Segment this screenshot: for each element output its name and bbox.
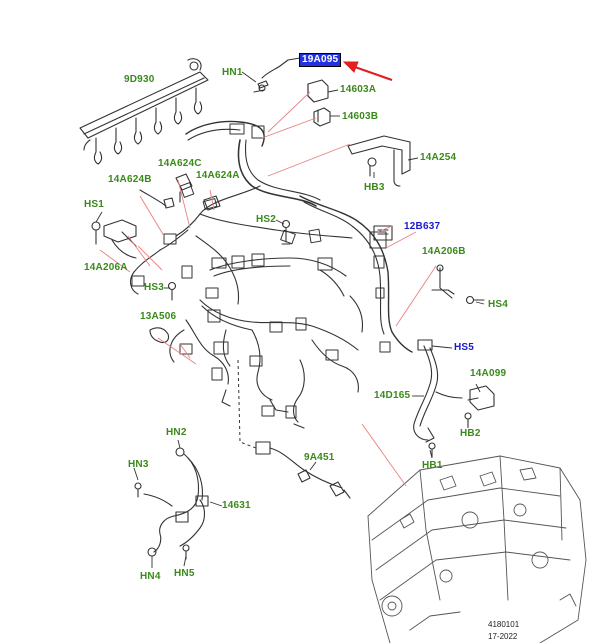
label-14A099[interactable]: 14A099 [470,368,507,379]
part-14A624A-clip [203,195,221,211]
label-14A624C[interactable]: 14A624C [158,158,202,169]
routing-dashes [237,359,257,449]
label-HS3[interactable]: HS3 [144,282,165,293]
part-HS2-bolt [281,219,291,245]
label-14603B[interactable]: 14603B [342,111,379,122]
part-14A206B-bracket [431,264,455,299]
label-HN3[interactable]: HN3 [128,459,149,470]
label-HN2[interactable]: HN2 [166,427,187,438]
part-9D930-fuel-rail [79,58,209,165]
part-12B637-connector [373,225,393,241]
label-14A206A[interactable]: 14A206A [84,262,128,273]
part-14A624B-clip [139,189,175,209]
label-HN1[interactable]: HN1 [222,67,243,78]
part-9A451-pigtail [255,441,351,499]
part-19A095 [253,57,301,93]
label-9A451[interactable]: 9A451 [304,452,335,463]
label-HB3[interactable]: HB3 [364,182,385,193]
part-14631-harness [134,447,209,560]
part-14A206A-bracket [91,219,137,259]
part-HS4-bolt [465,295,485,305]
part-14A624C-clip [175,173,193,203]
label-9D930[interactable]: 9D930 [124,74,155,85]
label-14A254[interactable]: 14A254 [420,152,457,163]
label-14631[interactable]: 14631 [222,500,251,511]
label-13A506[interactable]: 13A506 [140,311,177,322]
label-HN5[interactable]: HN5 [174,568,195,579]
label-14A624A[interactable]: 14A624A [196,170,240,181]
part-HS3-bolt [167,281,177,301]
part-14D165-harness [413,339,439,443]
label-HS1[interactable]: HS1 [84,199,105,210]
label-14603A[interactable]: 14603A [340,84,377,95]
label-ticks [95,71,485,568]
label-HB1[interactable]: HB1 [422,460,443,471]
label-12B637[interactable]: 12B637 [404,221,441,232]
part-14A254-bracket [347,135,411,187]
label-HS2[interactable]: HS2 [256,214,277,225]
leader-lines [99,91,437,487]
harness-connectors [131,123,391,419]
pointer-arrow [342,61,393,82]
engine-block [367,455,587,643]
label-14A206B[interactable]: 14A206B [422,246,466,257]
label-HB2[interactable]: HB2 [460,428,481,439]
label-14A624B[interactable]: 14A624B [108,174,152,185]
part-13A506-clip [149,327,170,344]
part-14603B-bracket [313,107,331,127]
part-14603A-bracket [307,79,329,103]
label-HS4[interactable]: HS4 [488,299,509,310]
label-HN4[interactable]: HN4 [140,571,161,582]
label-HS5[interactable]: HS5 [454,342,475,353]
part-14A099-sensor [435,385,495,411]
label-14D165[interactable]: 14D165 [374,390,411,401]
reference-code: 4180101 [488,620,520,629]
part-HB1-bolt [428,442,436,458]
label-19A095[interactable]: 19A095 [298,53,342,67]
reference-date: 17-2022 [488,632,518,641]
